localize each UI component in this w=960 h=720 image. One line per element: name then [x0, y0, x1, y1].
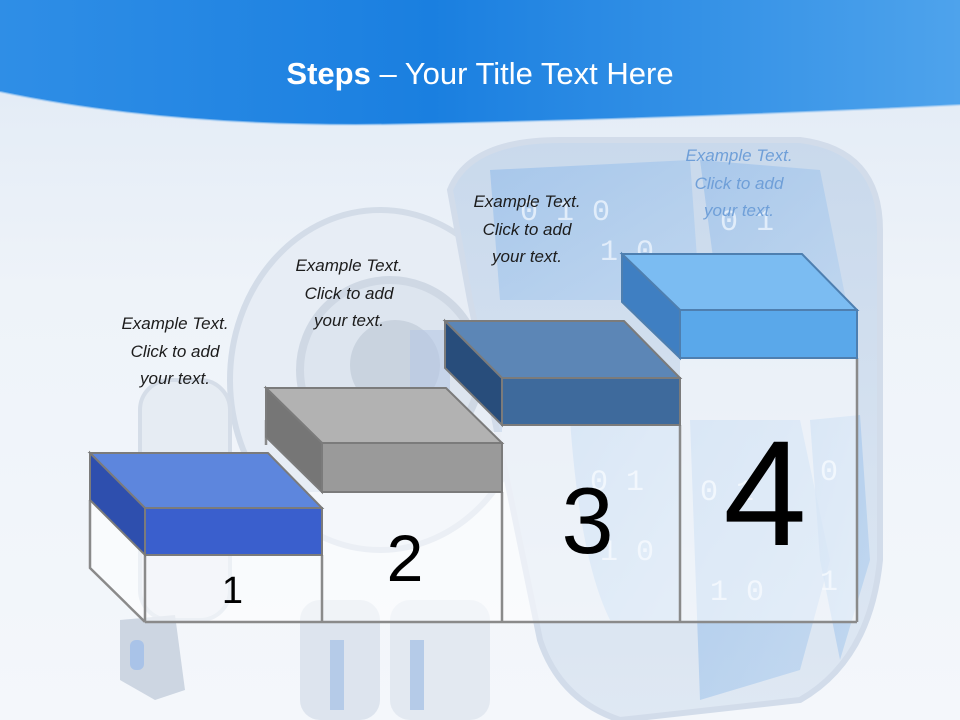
step-2-block[interactable]	[263, 385, 505, 495]
svg-text:0 1: 0 1	[720, 206, 774, 240]
caption-line: Click to add	[130, 341, 220, 361]
caption-line: your text.	[140, 369, 210, 388]
step-2-number: 2	[386, 521, 424, 595]
title-bold-text: Steps	[286, 56, 371, 91]
step-3-number: 3	[561, 468, 614, 573]
caption-line: Example Text.	[685, 146, 793, 165]
caption-line: Click to add	[304, 283, 394, 303]
caption-line: your text.	[314, 311, 384, 330]
caption-line: Click to add	[482, 219, 572, 239]
step-3-block[interactable]	[442, 318, 683, 428]
title-rest-text: – Your Title Text Here	[370, 56, 674, 91]
caption-line: Example Text.	[473, 192, 581, 211]
step-1-block[interactable]	[87, 450, 325, 558]
slide-title[interactable]: Steps – Your Title Text Here	[0, 52, 960, 96]
caption-line: your text.	[492, 247, 562, 266]
step-4-number: 4	[723, 409, 807, 577]
step-1-number: 1	[221, 570, 244, 612]
svg-text:0 1 0: 0 1 0	[520, 196, 610, 230]
step-3-caption[interactable]: Example Text. Click to add your text.	[442, 188, 612, 271]
caption-line: Example Text.	[295, 256, 403, 275]
header-band	[0, 0, 960, 126]
step-2-caption[interactable]: Example Text. Click to add your text.	[264, 252, 434, 335]
caption-line: your text.	[704, 201, 774, 220]
caption-line: Click to add	[694, 173, 784, 193]
step-4-caption[interactable]: Example Text. Click to add your text.	[654, 142, 824, 225]
caption-line: Example Text.	[121, 314, 229, 333]
step-4-block[interactable]	[619, 251, 860, 361]
step-1-caption[interactable]: Example Text. Click to add your text.	[90, 310, 260, 393]
